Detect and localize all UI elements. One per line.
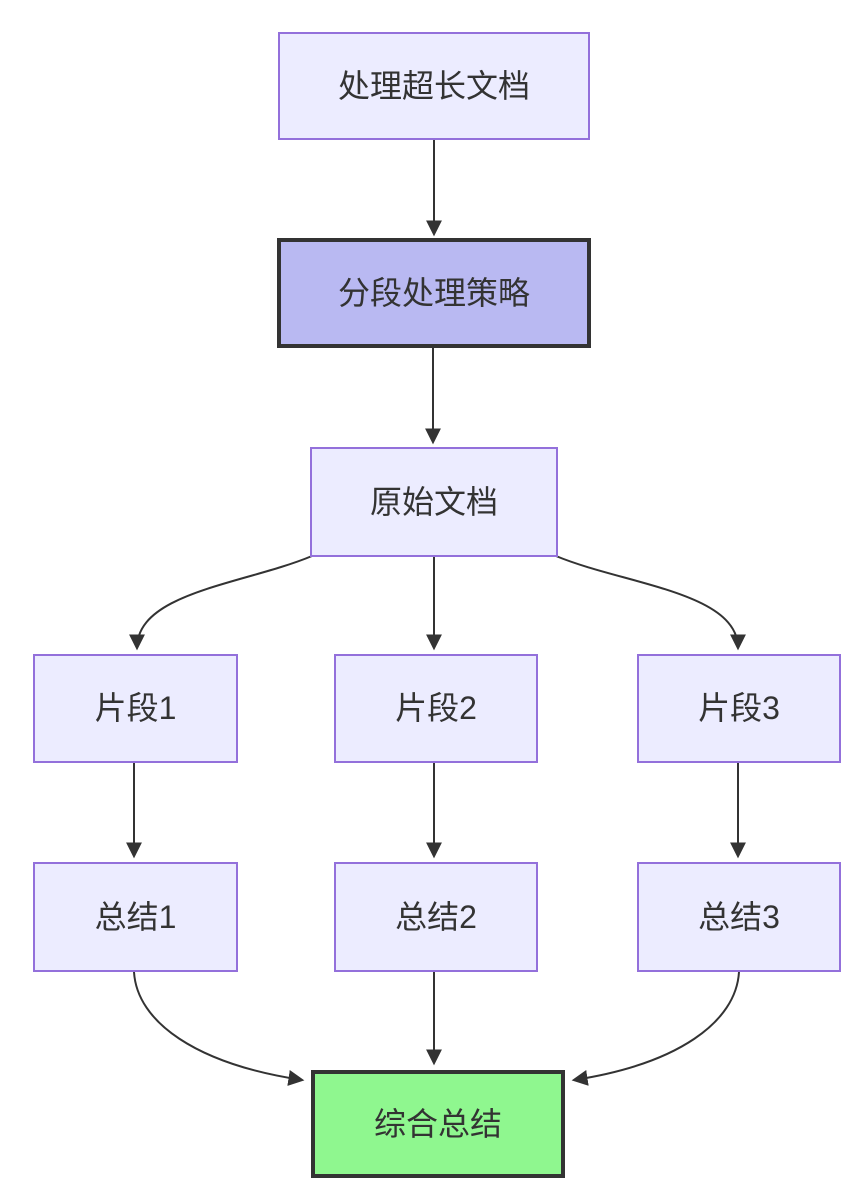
edge-original-fragment1 xyxy=(129,555,313,651)
edge-summary3-final xyxy=(571,971,740,1086)
node-task: 处理超长文档 xyxy=(278,32,590,140)
node-fragment-2-label: 片段2 xyxy=(395,690,477,727)
node-original-doc-label: 原始文档 xyxy=(369,483,498,520)
node-strategy: 分段处理策略 xyxy=(277,238,591,348)
node-final-summary-label: 综合总结 xyxy=(373,1105,502,1142)
node-fragment-3-label: 片段3 xyxy=(698,690,780,727)
edge-original-fragment3 xyxy=(555,555,746,651)
node-summary-3-label: 总结3 xyxy=(698,898,780,935)
node-task-label: 处理超长文档 xyxy=(337,67,530,104)
node-summary-2: 总结2 xyxy=(334,862,538,972)
node-summary-3: 总结3 xyxy=(637,862,841,972)
node-fragment-1: 片段1 xyxy=(33,654,238,763)
node-summary-1: 总结1 xyxy=(33,862,238,972)
node-fragment-2: 片段2 xyxy=(334,654,538,763)
node-final-summary: 综合总结 xyxy=(311,1070,565,1178)
node-original-doc: 原始文档 xyxy=(310,447,558,557)
edge-summary1-final xyxy=(133,971,305,1086)
node-summary-2-label: 总结2 xyxy=(395,898,477,935)
node-fragment-1-label: 片段1 xyxy=(94,690,177,727)
node-fragment-3: 片段3 xyxy=(637,654,841,763)
node-strategy-label: 分段处理策略 xyxy=(337,274,530,311)
node-summary-1-label: 总结1 xyxy=(94,898,177,935)
